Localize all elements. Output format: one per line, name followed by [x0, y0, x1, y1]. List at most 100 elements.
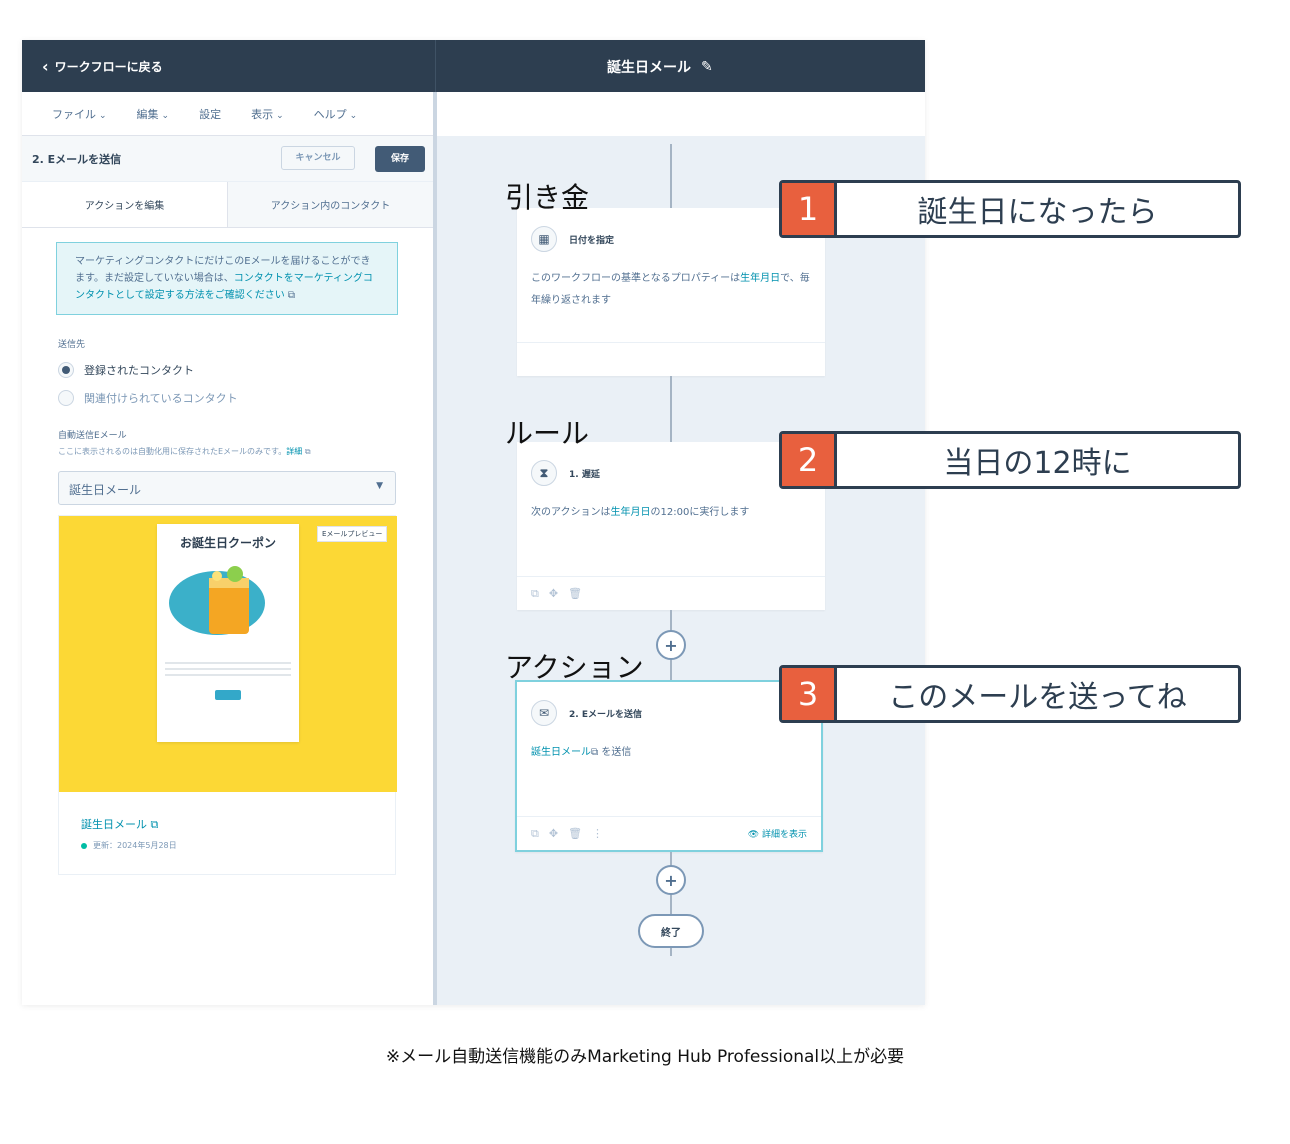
trigger-node-footer	[517, 342, 825, 376]
top-bar: ‹ ワークフローに戻る 誕生日メール ✎	[22, 40, 925, 92]
callout-3: 3 このメールを送ってね	[779, 665, 1241, 723]
trigger-description: このワークフローの基準となるプロパティーは生年月日で、毎年繰り返されます	[531, 273, 810, 306]
footnote: ※メール自動送信機能のみMarketing Hub Professional以上…	[385, 1047, 905, 1067]
back-to-workflows-link[interactable]: ‹ ワークフローに戻る	[42, 58, 163, 75]
action-tabs: アクションを編集 アクション内のコンタクト	[22, 182, 433, 228]
trigger-annotation-label: 引き金	[505, 181, 590, 214]
callout-number: 1	[782, 183, 834, 235]
radio-associated-contact[interactable]: 関連付けられているコンタクト	[58, 390, 433, 406]
email-preview-thumbnail[interactable]: お誕生日クーポン	[157, 524, 299, 742]
menu-view[interactable]: 表示⌄	[251, 107, 284, 121]
trigger-heading: 日付を指定	[569, 235, 615, 246]
menu-settings[interactable]: 設定	[199, 107, 222, 121]
end-node: 終了	[638, 914, 704, 948]
view-details-link[interactable]: 👁 詳細を表示	[747, 830, 807, 840]
add-action-button[interactable]: +	[656, 630, 686, 660]
preview-cta-button	[215, 690, 241, 700]
workflow-title[interactable]: 誕生日メール ✎	[607, 57, 713, 77]
menu-edit[interactable]: 編集⌄	[136, 107, 170, 121]
email-select[interactable]: 誕生日メール ▼	[58, 471, 396, 505]
email-preview-card: お誕生日クーポン Eメールプレビュー 誕生日メール ⧉	[58, 515, 397, 875]
tab-contacts-in-action[interactable]: アクション内のコンタクト	[270, 201, 391, 212]
callout-text: このメールを送ってね	[834, 668, 1238, 720]
external-link-icon: ⧉	[591, 747, 599, 758]
delay-node[interactable]: ⧗ 1. 遅延 次のアクションは生年月日の12:00に実行します ⧉ ✥ 🗑	[517, 442, 825, 610]
hourglass-icon: ⧗	[531, 460, 557, 486]
email-select-value: 誕生日メール	[69, 483, 142, 497]
property-link: 生年月日	[610, 507, 651, 518]
send-email-description: 誕生日メール⧉ を送信	[531, 747, 632, 758]
external-link-icon: ⧉	[287, 290, 296, 301]
move-icon[interactable]: ✥	[548, 827, 559, 840]
header-divider	[435, 40, 436, 92]
back-label: ワークフローに戻る	[54, 60, 163, 74]
send-email-heading: 2. Eメールを送信	[569, 709, 642, 720]
save-button[interactable]: 保存	[375, 146, 425, 172]
auto-email-note: ここに表示されるのは自動化用に保存されたEメールのみです。詳細 ⧉	[58, 447, 311, 456]
pencil-icon[interactable]: ✎	[701, 59, 713, 75]
email-link[interactable]: 誕生日メール	[531, 747, 591, 758]
radio-button-checked[interactable]	[58, 362, 74, 378]
auto-email-label: 自動送信Eメール	[58, 431, 127, 441]
callout-2: 2 当日の12時に	[779, 431, 1241, 489]
callout-text: 当日の12時に	[834, 434, 1238, 486]
action-header: 2. Eメールを送信 キャンセル 保存	[22, 136, 433, 182]
chevron-left-icon: ‹	[42, 56, 49, 76]
delay-heading: 1. 遅延	[569, 469, 600, 480]
status-dot	[81, 842, 87, 849]
preview-mail-title: お誕生日クーポン	[179, 536, 276, 550]
workflow-canvas: ▦ 日付を指定 このワークフローの基準となるプロパティーは生年月日で、毎年繰り返さ…	[437, 92, 925, 1005]
caret-down-icon: ▼	[376, 481, 383, 491]
tab-edit-action[interactable]: アクションを編集	[22, 182, 228, 227]
recipient-label: 送信先	[58, 340, 86, 350]
delay-description: 次のアクションは生年月日の12:00に実行します	[531, 507, 750, 518]
panel-splitter[interactable]	[433, 92, 437, 1005]
delay-node-footer: ⧉ ✥ 🗑	[517, 576, 825, 610]
radio-label: 関連付けられているコンタクト	[84, 392, 238, 405]
menu-file[interactable]: ファイル⌄	[52, 107, 107, 121]
calendar-icon: ▦	[531, 226, 557, 252]
connector-line	[670, 852, 672, 956]
preview-text-lines	[165, 662, 291, 680]
callout-1: 1 誕生日になったら	[779, 180, 1241, 238]
chevron-down-icon: ⌄	[161, 110, 170, 121]
email-card-status: 更新：2024年5月28日	[81, 840, 177, 851]
send-email-node-footer: ⧉ ✥ 🗑 ⋮ 👁 詳細を表示	[517, 816, 821, 850]
send-email-node[interactable]: ✉2. Eメールを送信 誕生日メール⧉ を送信 ⧉ ✥ 🗑 ⋮ 👁 詳細を表示	[515, 680, 823, 852]
radio-enrolled-contact[interactable]: 登録されたコンタクト	[58, 362, 433, 378]
canvas-toolbar	[437, 92, 925, 136]
clone-icon[interactable]: ⧉	[531, 826, 539, 840]
radio-label: 登録されたコンタクト	[84, 364, 194, 377]
menu-bar: ファイル⌄ 編集⌄ 設定 表示⌄ ヘルプ⌄	[22, 92, 433, 136]
external-link-icon: ⧉	[150, 818, 159, 831]
trash-icon[interactable]: 🗑	[568, 827, 583, 840]
callout-number: 2	[782, 434, 834, 486]
move-icon[interactable]: ✥	[548, 587, 559, 600]
drink-illustration	[169, 566, 265, 635]
connector-line	[670, 610, 672, 722]
menu-help[interactable]: ヘルプ⌄	[313, 107, 358, 121]
more-icon[interactable]: ⋮	[592, 827, 604, 840]
callout-text: 誕生日になったら	[834, 183, 1238, 235]
connector-line	[670, 144, 672, 258]
info-link[interactable]: コンタクトをマーケティングコンタクトとして設定する方法をご確認ください	[75, 273, 373, 301]
details-link[interactable]: 詳細	[286, 447, 303, 456]
cancel-button[interactable]: キャンセル	[281, 146, 355, 170]
rule-annotation-label: ルール	[505, 417, 590, 450]
radio-button[interactable]	[58, 390, 74, 406]
callout-number: 3	[782, 668, 834, 720]
workflow-editor-screenshot: ‹ ワークフローに戻る 誕生日メール ✎ ファイル⌄ 編集⌄ 設定 表示⌄ ヘル…	[22, 40, 925, 1005]
email-preview-tag[interactable]: Eメールプレビュー	[317, 526, 388, 542]
trigger-node[interactable]: ▦ 日付を指定 このワークフローの基準となるプロパティーは生年月日で、毎年繰り返さ…	[517, 208, 825, 376]
action-annotation-label: アクション	[505, 651, 644, 684]
add-action-button[interactable]: +	[656, 865, 686, 895]
external-link-icon: ⧉	[304, 447, 311, 456]
connector-line	[670, 376, 672, 444]
chevron-down-icon: ⌄	[349, 110, 358, 121]
workflow-title-text: 誕生日メール	[607, 60, 691, 76]
chevron-down-icon: ⌄	[99, 110, 107, 121]
trash-icon[interactable]: 🗑	[568, 587, 583, 600]
email-preview-background: お誕生日クーポン Eメールプレビュー	[59, 516, 397, 792]
clone-icon[interactable]: ⧉	[531, 586, 539, 600]
email-card-link[interactable]: 誕生日メール ⧉	[81, 818, 159, 831]
